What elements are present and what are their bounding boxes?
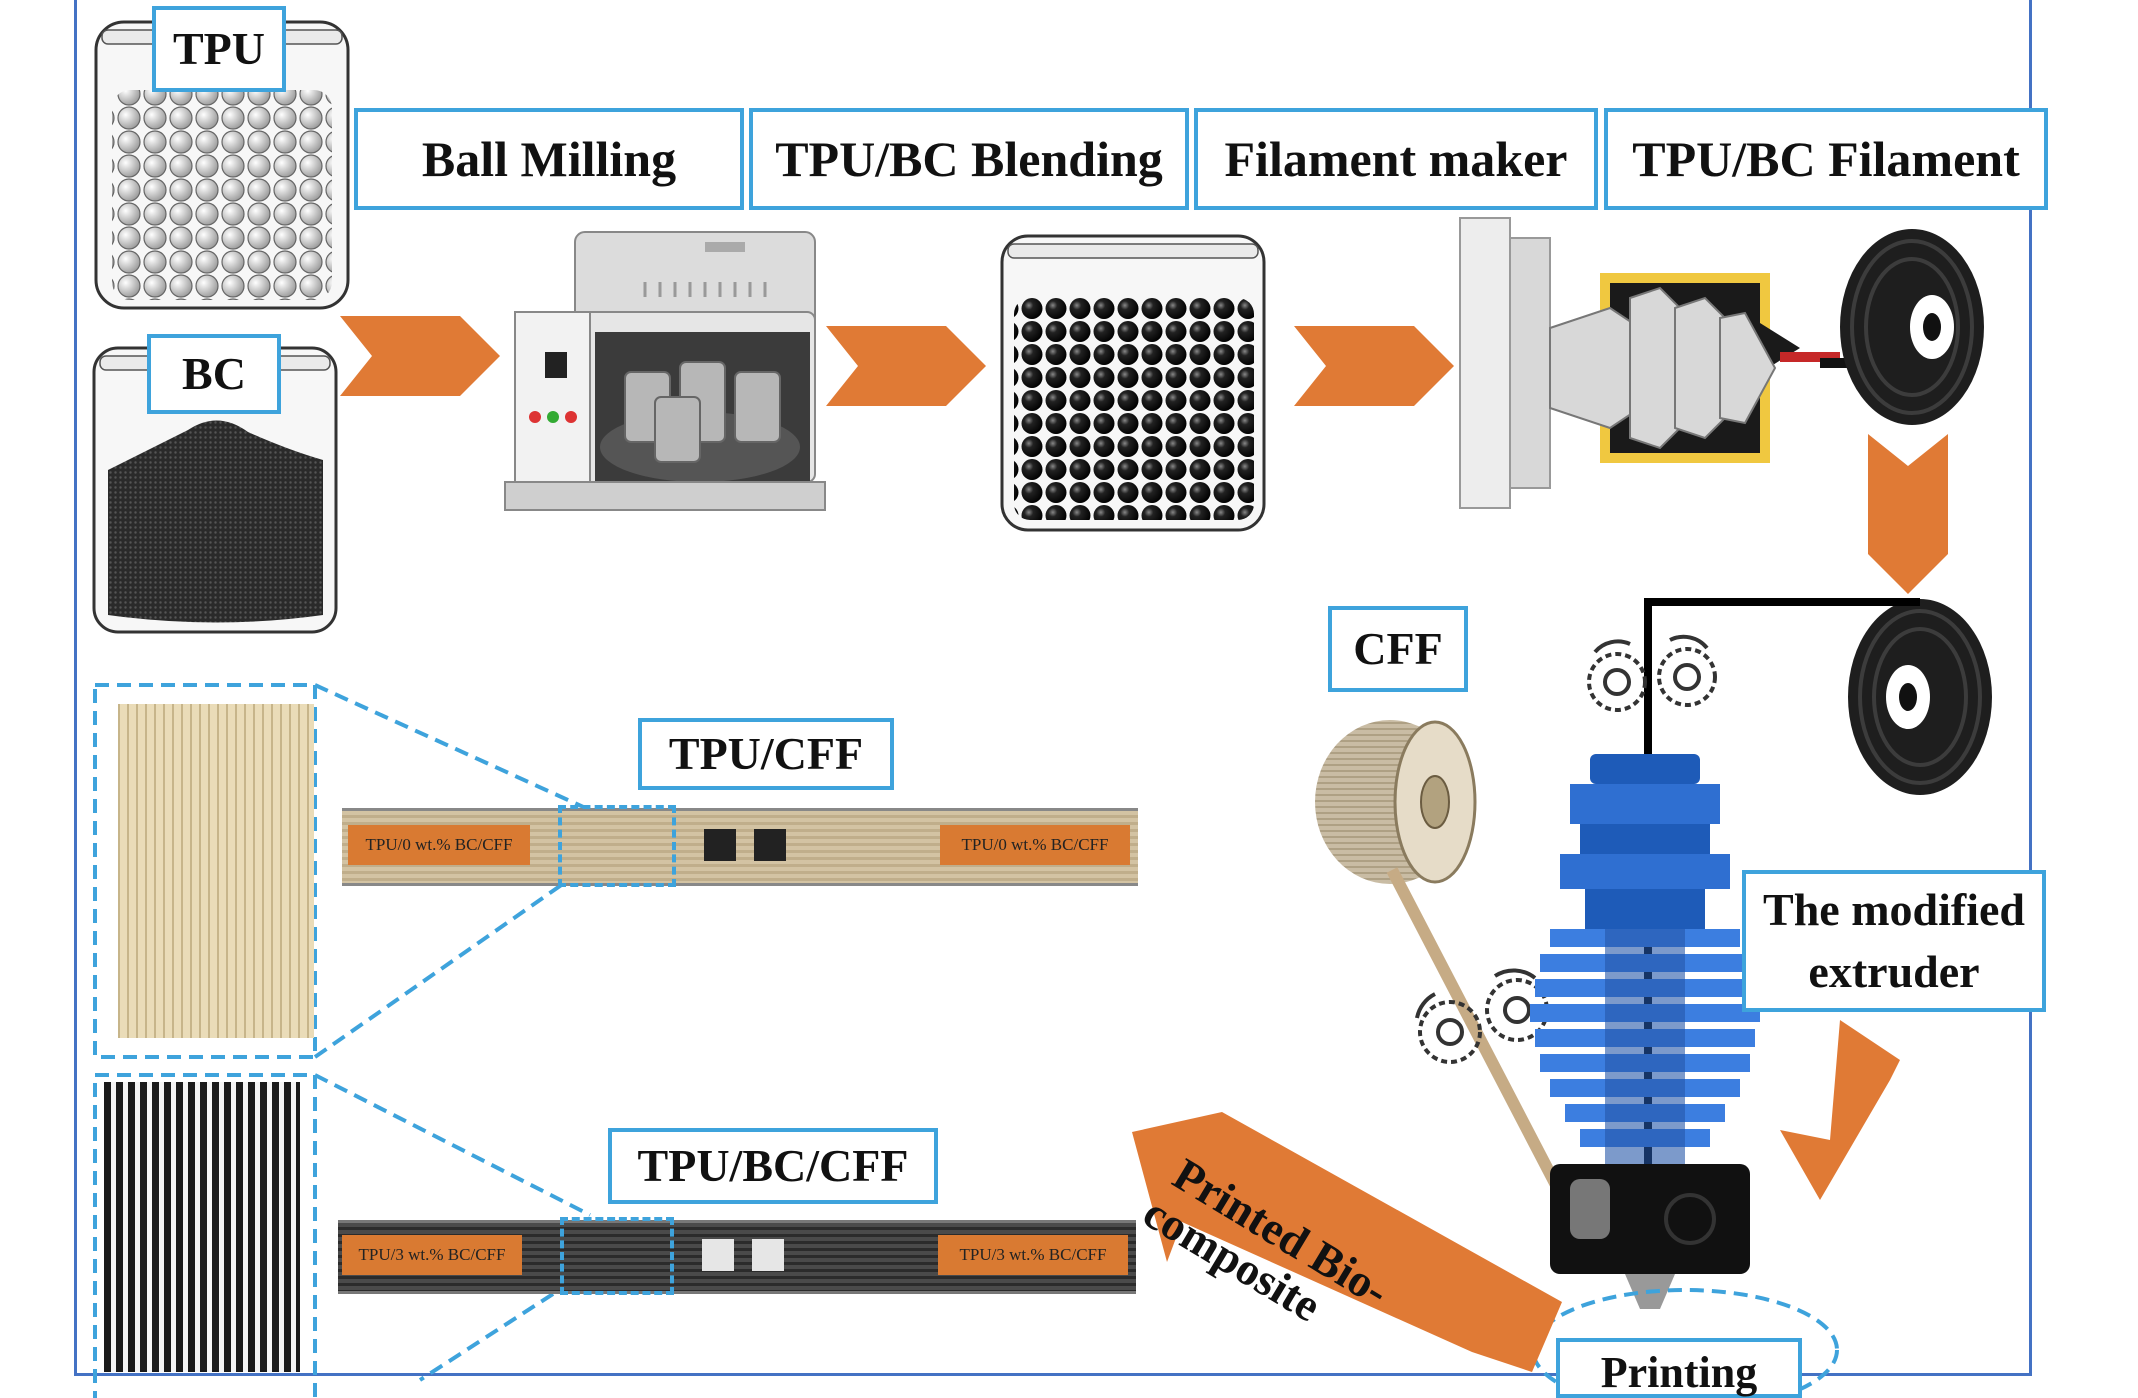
filament-spool-bottom	[1848, 599, 1992, 795]
specimen-label: TPU/0 wt.% BC/CFF	[940, 825, 1130, 865]
hotend-extruder	[1530, 754, 1760, 1309]
specimen-tpu-bc-cff: TPU/3 wt.% BC/CFF TPU/3 wt.% BC/CFF	[338, 1217, 1136, 1295]
cff-feed-line	[1386, 867, 1576, 1215]
label-filament: TPU/BC Filament	[1604, 108, 2048, 210]
specimen-label: TPU/0 wt.% BC/CFF	[348, 825, 530, 865]
arrow-to-ball-mill	[340, 316, 500, 396]
label-blending: TPU/BC Blending	[749, 108, 1189, 210]
filament-spool-top	[1840, 229, 1984, 425]
zoom-window	[560, 1217, 674, 1295]
specimen-tpu-cff: TPU/0 wt.% BC/CFF TPU/0 wt.% BC/CFF	[342, 805, 1138, 887]
specimen-label: TPU/3 wt.% BC/CFF	[342, 1235, 522, 1275]
extruder-screw	[1459, 217, 1880, 509]
cff-spool	[1315, 720, 1477, 884]
specimen-label: TPU/3 wt.% BC/CFF	[938, 1235, 1128, 1275]
gauge-marker	[704, 829, 736, 861]
printing-zone	[1531, 1288, 1839, 1398]
gauge-marker	[702, 1239, 734, 1271]
label-modified-extruder-line1: The modified	[1763, 883, 2025, 935]
label-modified-extruder-line2: extruder	[1808, 946, 1980, 997]
printed-arrow	[1132, 1112, 1562, 1372]
label-modified-extruder: The modified extruder	[1742, 870, 2046, 1012]
label-bc: BC	[147, 334, 281, 414]
label-ball-milling: Ball Milling	[354, 108, 744, 210]
ball-mill-machine	[504, 231, 826, 511]
gauge-marker	[754, 829, 786, 861]
arrow-to-filament-maker	[1294, 326, 1454, 406]
gear-icon	[1587, 634, 1717, 712]
zoom-lines-top	[93, 683, 592, 1059]
arrow-down-to-extruder	[1868, 434, 1948, 594]
label-tpu-bc-cff: TPU/BC/CFF	[608, 1128, 938, 1204]
gauge-marker	[752, 1239, 784, 1271]
jar-tpu-bc-pellets	[1000, 234, 1266, 532]
label-cff: CFF	[1328, 606, 1468, 692]
fiber-closeup-light	[118, 704, 314, 1038]
arrow-to-blending	[826, 326, 986, 406]
zoom-window	[558, 805, 676, 887]
arrow-to-printing	[1780, 1020, 1900, 1200]
label-filament-maker: Filament maker	[1194, 108, 1598, 210]
fiber-closeup-dark	[104, 1082, 300, 1372]
label-tpu: TPU	[152, 6, 286, 92]
label-tpu-cff: TPU/CFF	[638, 718, 894, 790]
label-printing: Printing	[1556, 1338, 1802, 1398]
